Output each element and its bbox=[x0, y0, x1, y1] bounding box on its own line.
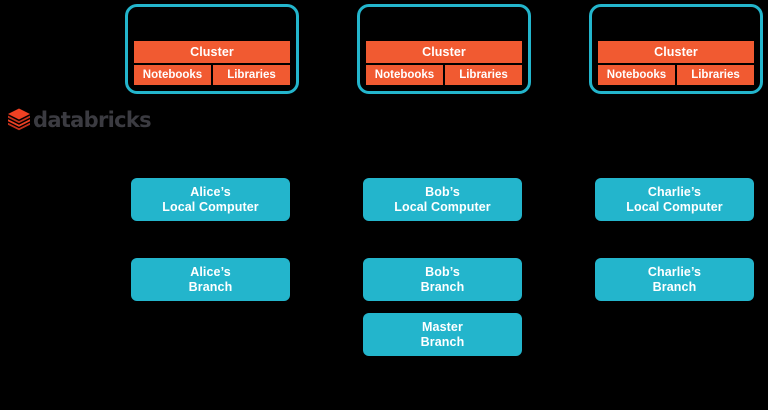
card-line-1: Charlie’s bbox=[647, 264, 702, 279]
cluster-group-2: Cluster Notebooks Libraries bbox=[357, 4, 531, 94]
cluster-title-bar: Cluster bbox=[366, 41, 522, 63]
cluster-notebooks: Notebooks bbox=[134, 65, 211, 85]
cluster-components-row: Notebooks Libraries bbox=[598, 65, 754, 85]
cluster-components-row: Notebooks Libraries bbox=[366, 65, 522, 85]
card-line-2: Branch bbox=[420, 279, 465, 294]
card-line-2: Branch bbox=[652, 279, 697, 294]
card-alice-branch: Alice’s Branch bbox=[131, 258, 290, 301]
cluster-libraries: Libraries bbox=[677, 65, 754, 85]
databricks-logo: databricks bbox=[6, 106, 152, 134]
card-line-1: Charlie’s bbox=[647, 184, 702, 199]
card-line-1: Alice’s bbox=[190, 184, 231, 199]
card-line-1: Bob’s bbox=[425, 184, 460, 199]
card-line-1: Bob’s bbox=[425, 264, 460, 279]
card-charlie-local-computer: Charlie’s Local Computer bbox=[595, 178, 754, 221]
cluster-libraries: Libraries bbox=[445, 65, 522, 85]
card-line-1: Alice’s bbox=[190, 264, 231, 279]
databricks-wordmark: databricks bbox=[33, 107, 152, 132]
card-charlie-branch: Charlie’s Branch bbox=[595, 258, 754, 301]
card-line-2: Branch bbox=[188, 279, 233, 294]
cluster-title-bar: Cluster bbox=[134, 41, 290, 63]
cluster-group-1: Cluster Notebooks Libraries bbox=[125, 4, 299, 94]
card-master-branch: Master Branch bbox=[363, 313, 522, 356]
cluster-notebooks: Notebooks bbox=[598, 65, 675, 85]
cluster-components-row: Notebooks Libraries bbox=[134, 65, 290, 85]
card-bob-local-computer: Bob’s Local Computer bbox=[363, 178, 522, 221]
cluster-group-3: Cluster Notebooks Libraries bbox=[589, 4, 763, 94]
card-alice-local-computer: Alice’s Local Computer bbox=[131, 178, 290, 221]
card-line-2: Local Computer bbox=[626, 199, 723, 214]
card-line-2: Local Computer bbox=[162, 199, 259, 214]
cluster-libraries: Libraries bbox=[213, 65, 290, 85]
card-bob-branch: Bob’s Branch bbox=[363, 258, 522, 301]
cluster-notebooks: Notebooks bbox=[366, 65, 443, 85]
card-line-2: Branch bbox=[420, 334, 465, 349]
cluster-title-bar: Cluster bbox=[598, 41, 754, 63]
card-line-2: Local Computer bbox=[394, 199, 491, 214]
card-line-1: Master bbox=[422, 319, 463, 334]
databricks-stacked-cube-icon bbox=[6, 107, 32, 133]
